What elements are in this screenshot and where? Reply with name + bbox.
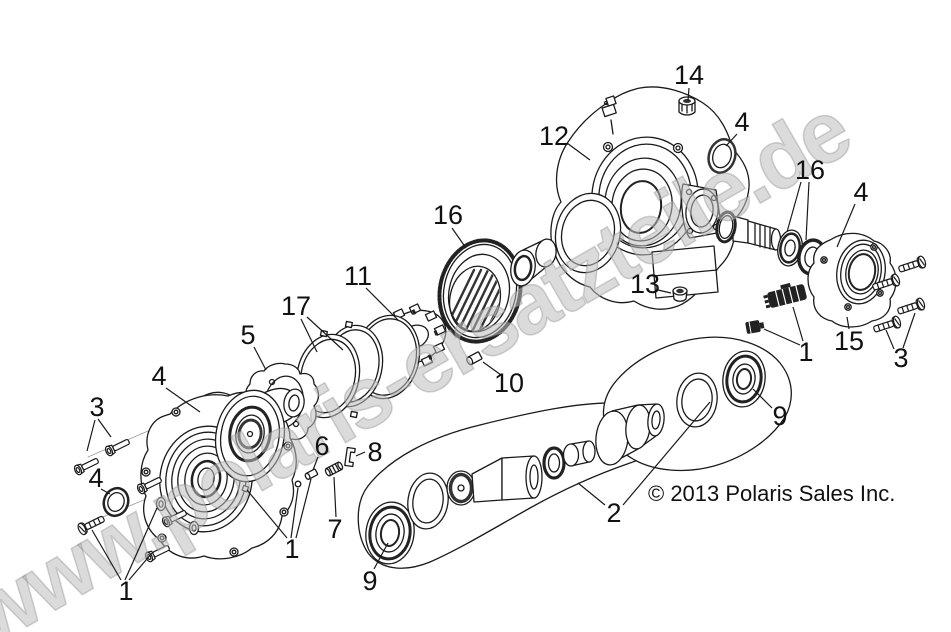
sensor-plug [745, 320, 765, 334]
callout-leader-8 [355, 451, 366, 457]
callout-11: 11 [344, 261, 372, 291]
callout-leader-16 [451, 227, 467, 249]
callout-2: 2 [606, 498, 621, 528]
output-bearing-rear [722, 350, 766, 408]
callout-1: 1 [284, 534, 299, 564]
callout-leader-1 [246, 489, 288, 539]
output-stub-shaft [595, 403, 665, 466]
gearcase-housing [550, 86, 750, 310]
callout-4: 4 [88, 463, 103, 493]
front-hub-bearing [214, 387, 305, 483]
callout-1: 1 [118, 576, 133, 606]
callout-leader-3 [902, 312, 916, 349]
output-spacer-ring [407, 472, 449, 530]
callout-leader-3 [885, 329, 895, 350]
callout-3: 3 [89, 392, 104, 422]
callout-5: 5 [240, 320, 255, 350]
callout-leader-10 [482, 361, 502, 376]
callout-leader-1 [290, 487, 299, 539]
callout-leader-7 [333, 476, 337, 518]
callout-9: 9 [772, 401, 787, 431]
callout-17: 17 [281, 291, 311, 321]
callout-16: 16 [795, 155, 825, 185]
drain-plug [672, 286, 688, 302]
callout-leader-1 [124, 507, 158, 581]
callout-leader-4 [725, 133, 738, 147]
callout-leader-11 [365, 287, 399, 321]
callout-leader-15 [846, 316, 850, 330]
callout-7: 7 [327, 514, 342, 544]
wire-connector [763, 282, 807, 309]
callout-leader-1 [792, 306, 804, 342]
callout-leader-17 [306, 316, 344, 351]
output-cover [807, 232, 897, 328]
callout-4: 4 [151, 361, 166, 391]
clutch-drum [437, 238, 523, 344]
detent-spring [324, 461, 344, 477]
callout-leader-9 [373, 542, 389, 570]
callout-leader-12 [566, 142, 591, 161]
callout-leader-1 [128, 552, 153, 581]
callout-leader-4 [836, 203, 856, 248]
callout-leader-3 [86, 419, 96, 452]
output-bore-ring [676, 372, 718, 428]
callout-6: 6 [314, 431, 329, 461]
callout-leader-13 [657, 289, 672, 294]
fill-plug [678, 96, 696, 116]
callout-leader-2 [622, 401, 711, 506]
output-snap-ring [542, 446, 566, 480]
callout-leader-17 [300, 318, 318, 353]
pinion-shaft [715, 210, 782, 251]
callout-8: 8 [367, 437, 382, 467]
callout-14: 14 [674, 60, 704, 90]
callout-leader-14 [687, 87, 690, 102]
callout-4: 4 [853, 177, 868, 207]
callout-leader-6 [312, 456, 319, 471]
callout-1: 1 [798, 337, 813, 367]
callout-12: 12 [539, 121, 569, 151]
callout-leader-5 [253, 346, 267, 371]
front-seal [102, 486, 130, 518]
callout-4: 4 [734, 107, 749, 137]
breather-fitting [601, 95, 617, 135]
callout-3: 3 [893, 343, 908, 373]
callout-leader-9 [752, 388, 773, 409]
roll-pin [304, 468, 319, 480]
callout-leader-16 [805, 181, 810, 241]
callout-16: 16 [433, 200, 463, 230]
callout-9: 9 [362, 566, 377, 596]
callout-leader-3 [97, 418, 112, 438]
copyright-text: © 2013 Polaris Sales Inc. [648, 481, 895, 506]
diagram-art [72, 86, 928, 569]
output-bearing-front [365, 501, 415, 565]
retainer-clip [344, 446, 356, 468]
callout-leader-1 [295, 478, 312, 539]
housing-seal [707, 138, 737, 174]
callout-leader-4 [100, 488, 111, 495]
callout-leader-16 [786, 181, 802, 233]
callout-leader-1 [91, 529, 122, 581]
callout-13: 13 [630, 269, 660, 299]
pilot-bearing [510, 238, 557, 287]
output-collar [562, 440, 596, 467]
callout-10: 10 [494, 368, 524, 398]
output-shaft-splined-hub [446, 455, 543, 506]
callout-leader-1 [763, 328, 801, 346]
callout-15: 15 [834, 326, 864, 356]
callout-leader-4 [165, 387, 201, 413]
callout-leader-2 [577, 482, 606, 506]
clutch-pin [466, 351, 483, 366]
